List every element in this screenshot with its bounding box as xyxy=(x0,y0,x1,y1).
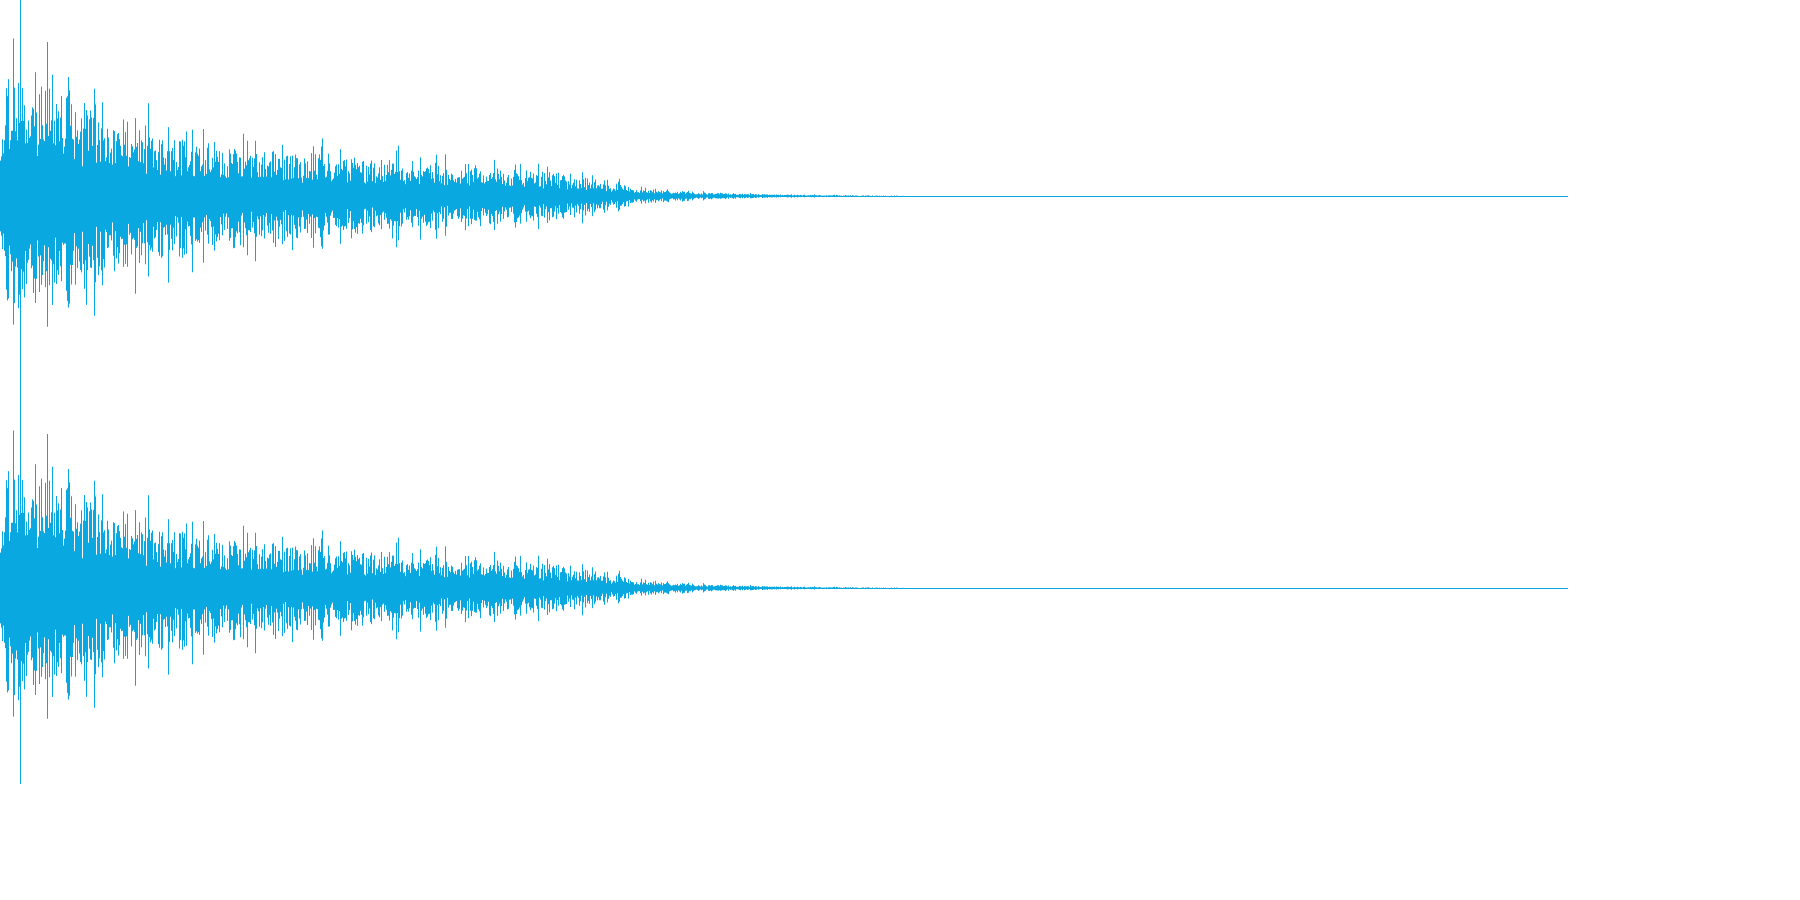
waveform-svg[interactable] xyxy=(0,0,1568,784)
waveform-view[interactable] xyxy=(0,0,1568,784)
channel-left-waveform[interactable] xyxy=(0,38,903,327)
channel-right-waveform[interactable] xyxy=(0,430,903,719)
